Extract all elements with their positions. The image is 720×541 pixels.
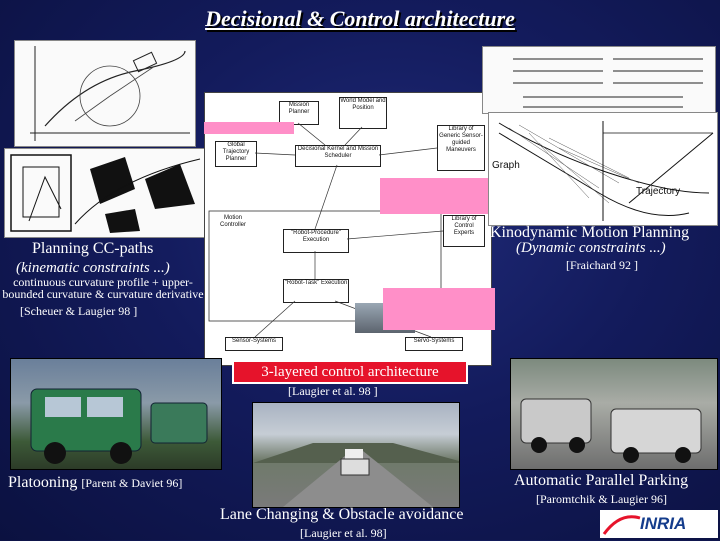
trajectory-label: Trajectory <box>636 186 681 197</box>
servo-systems-box: Servo-Systems <box>405 337 463 351</box>
kinodynamic-subtitle: (Dynamic constraints ...) <box>516 240 666 256</box>
platooning-photo <box>10 358 222 470</box>
pink-note-2 <box>380 178 494 214</box>
kinodynamic-title: Kinodynamic Motion Planning <box>490 224 690 241</box>
platooning-label: Platooning [Parent & Daviet 96] <box>8 474 182 492</box>
graph-label: Graph <box>492 160 520 171</box>
kinodynamic-citation: [Fraichard 92 ] <box>566 258 638 272</box>
page-title: Decisional & Control architecture <box>205 6 515 31</box>
mission-planner-box: Mission Planner <box>279 101 319 125</box>
library-maneuvers-box: Library of Generic Sensor-guided Maneuve… <box>437 125 485 171</box>
global-planner-box: Global Trajectory Planner <box>215 141 257 167</box>
parallel-parking-photo <box>510 358 718 470</box>
platooning-title: Platooning <box>8 474 78 491</box>
kinodynamic-graph-figure <box>488 112 718 226</box>
parallel-parking-title: Automatic Parallel Parking <box>514 472 689 489</box>
architecture-label: 3-layered control architecture <box>232 360 468 384</box>
cc-paths-citation: [Scheuer & Laugier 98 ] <box>20 304 138 318</box>
inria-logo-text: INRIA <box>640 514 687 533</box>
robot-procedure-box: "Robot-Procedure" Execution <box>283 229 349 253</box>
architecture-diagram: Mission Planner World Model and Position… <box>204 92 492 366</box>
platooning-citation: [Parent & Daviet 96] <box>81 476 183 490</box>
robot-task-box: "Robot-Task" Execution <box>283 279 349 303</box>
cc-paths-title: Planning CC-paths <box>32 240 154 257</box>
parallel-parking-citation: [Paromtchik & Laugier 96] <box>536 492 667 506</box>
inria-logo: INRIA <box>600 510 718 538</box>
sensor-systems-box: Sensor-Systems <box>225 337 283 351</box>
lane-changing-citation: [Laugier et al. 98] <box>300 526 387 540</box>
cc-paths-description: continuous curvature profile + upper-bou… <box>2 275 204 301</box>
decisional-kernel-box: Decisional Kernel and Mission Scheduler <box>295 145 381 167</box>
pink-note-1 <box>204 122 294 134</box>
motion-controller-box: Motion Controller <box>211 215 255 228</box>
cc-path-geometry-figure <box>14 40 196 147</box>
cc-paths-maze-figure <box>4 148 206 238</box>
lane-changing-title: Lane Changing & Obstacle avoidance <box>220 506 464 523</box>
world-model-box: World Model and Position <box>339 97 387 129</box>
cc-paths-subtitle: (kinematic constraints ...) <box>16 260 170 276</box>
lane-changing-photo <box>252 402 460 508</box>
pink-note-3 <box>383 288 495 330</box>
architecture-citation: [Laugier et al. 98 ] <box>288 384 378 398</box>
library-experts-box: Library of Control Experts <box>443 215 485 247</box>
equations-panel <box>482 46 716 114</box>
